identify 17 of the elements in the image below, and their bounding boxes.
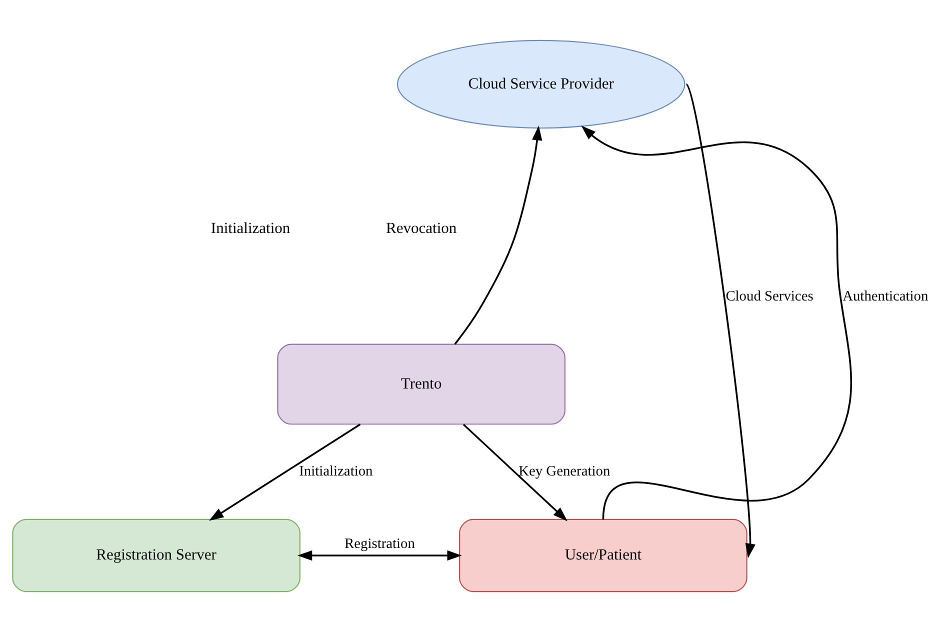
edge-label: Registration bbox=[344, 536, 415, 552]
edge-label: Key Generation bbox=[518, 464, 610, 480]
arrow bbox=[686, 84, 756, 558]
node-box: Trento bbox=[277, 344, 566, 425]
label: Initialization bbox=[210, 220, 290, 238]
edge-label: Authentication bbox=[842, 288, 928, 304]
arrow bbox=[581, 126, 852, 520]
node-box: Registration Server bbox=[12, 518, 300, 592]
arrow bbox=[454, 126, 542, 345]
label: Revocation bbox=[386, 220, 457, 238]
arrow bbox=[462, 424, 568, 522]
node-ellipse: Cloud Service Provider bbox=[396, 40, 686, 129]
edge-label: Cloud Services bbox=[726, 288, 814, 304]
edge-label: Initialization bbox=[299, 464, 373, 480]
node-box: User/Patient bbox=[459, 518, 748, 592]
arrow bbox=[209, 424, 361, 521]
arrow bbox=[297, 550, 462, 561]
